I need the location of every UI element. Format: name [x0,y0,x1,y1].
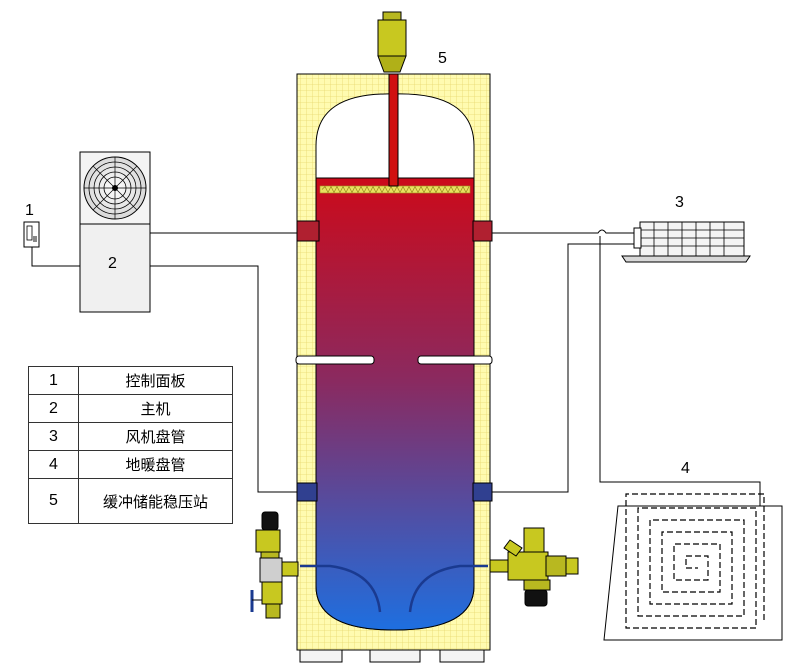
tank-water [315,177,475,631]
host-unit [79,151,151,313]
left-valve-icon [250,511,299,619]
legend-label: 控制面板 [78,366,233,395]
callout-1: 1 [25,202,34,219]
legend-label: 缓冲储能稳压站 [78,478,233,524]
callout-2: 2 [108,255,117,272]
pipe-tank-to-fancoil-supply [492,229,636,234]
legend-table: 1 控制面板 2 主机 3 风机盘管 4 地暖盘管 5 缓冲储能稳压站 [28,366,233,524]
legend-label: 地暖盘管 [78,450,233,479]
right-valve-icon [489,527,579,607]
callout-5: 5 [438,50,447,67]
control-panel-icon [23,221,40,248]
callout-3: 3 [675,194,684,211]
buffer-tank [295,73,493,663]
pipe-host-to-tank-lower [150,265,298,493]
legend-row: 4 地暖盘管 [28,450,233,479]
pipe-control-to-host [31,246,80,267]
legend-row: 1 控制面板 [28,366,233,395]
floor-heating-coil-icon [603,493,783,641]
fan-icon [83,156,147,220]
legend-number: 3 [28,422,79,451]
legend-row: 3 风机盘管 [28,422,233,451]
legend-number: 4 [28,450,79,479]
legend-number: 1 [28,366,79,395]
legend-number: 2 [28,394,79,423]
legend-label: 风机盘管 [78,422,233,451]
callout-4: 4 [681,460,690,477]
legend-label: 主机 [78,394,233,423]
legend-row: 5 缓冲储能稳压站 [28,478,233,524]
pipe-fancoil-return [492,243,636,493]
legend-number: 5 [28,478,79,524]
legend-row: 2 主机 [28,394,233,423]
fan-coil-icon [621,221,751,263]
air-vent-icon [377,11,407,73]
